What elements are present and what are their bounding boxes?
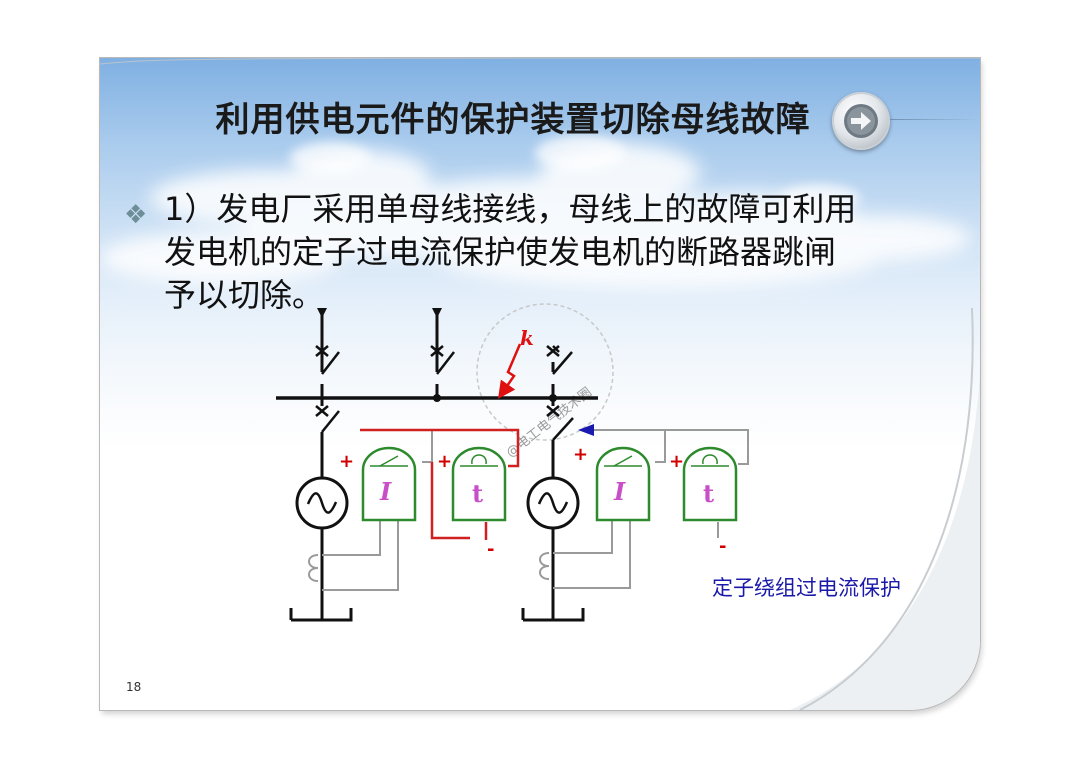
plus-sign-2: +: [437, 451, 452, 472]
next-slide-button[interactable]: [832, 92, 890, 150]
current-relay-1: I: [361, 446, 417, 522]
secondary-wiring-2: [553, 429, 749, 589]
generator-1-branch: [289, 398, 353, 622]
incoming-feeder-1: [315, 308, 340, 398]
relay-current-label-2: I: [613, 477, 626, 506]
fault-label: k: [520, 326, 534, 350]
current-transformer-1: [308, 554, 319, 582]
arrow-right-icon: [844, 104, 878, 138]
generator-2: [526, 476, 580, 530]
minus-sign-1: -: [487, 539, 494, 560]
trip-arrow-2: [578, 424, 594, 436]
time-relay-1: t: [451, 446, 507, 522]
time-relay-2: t: [682, 446, 738, 522]
bullet-text: 1）发电厂采用单母线接线，母线上的故障可利用 发电机的定子过电流保护使发电机的断…: [164, 188, 954, 317]
decorative-swoosh: [100, 58, 980, 710]
plus-sign-4: +: [669, 451, 684, 472]
slide: [100, 58, 980, 710]
outgoing-feeder-3: [546, 345, 573, 402]
slide-title: 利用供电元件的保护装置切除母线故障: [0, 92, 1080, 141]
trip-circuit-1: [360, 428, 520, 540]
bullet-line-2: 发电机的定子过电流保护使发电机的断路器跳闸: [164, 233, 837, 271]
relay-time-label-1: t: [472, 479, 483, 508]
cloud-background: [100, 135, 970, 288]
diagram-caption: 定子绕组过电流保护: [712, 576, 901, 600]
generator-1: [295, 476, 349, 530]
bullet-line-3: 予以切除。: [164, 276, 325, 314]
minus-sign-2: -: [719, 536, 726, 557]
diamond-bullet-icon: ❖: [124, 200, 148, 230]
plus-sign-3: +: [573, 444, 588, 465]
incoming-feeder-2: [430, 308, 455, 402]
slide-title-text: 利用供电元件的保护装置切除母线故障: [215, 100, 811, 140]
page-number: 18: [126, 680, 142, 694]
relay-current-label-1: I: [379, 477, 392, 506]
title-rule: [890, 119, 978, 120]
watermark: @电工电气技术圈: [476, 303, 614, 461]
relay-time-label-2: t: [703, 479, 714, 508]
generator-2-branch: [521, 398, 585, 622]
current-transformer-2: [539, 552, 550, 580]
current-relay-2: I: [595, 446, 651, 522]
plus-sign-1: +: [339, 451, 354, 472]
fault-indicator: k: [497, 326, 534, 399]
bullet-line-1: 1）发电厂采用单母线接线，母线上的故障可利用: [164, 190, 857, 228]
